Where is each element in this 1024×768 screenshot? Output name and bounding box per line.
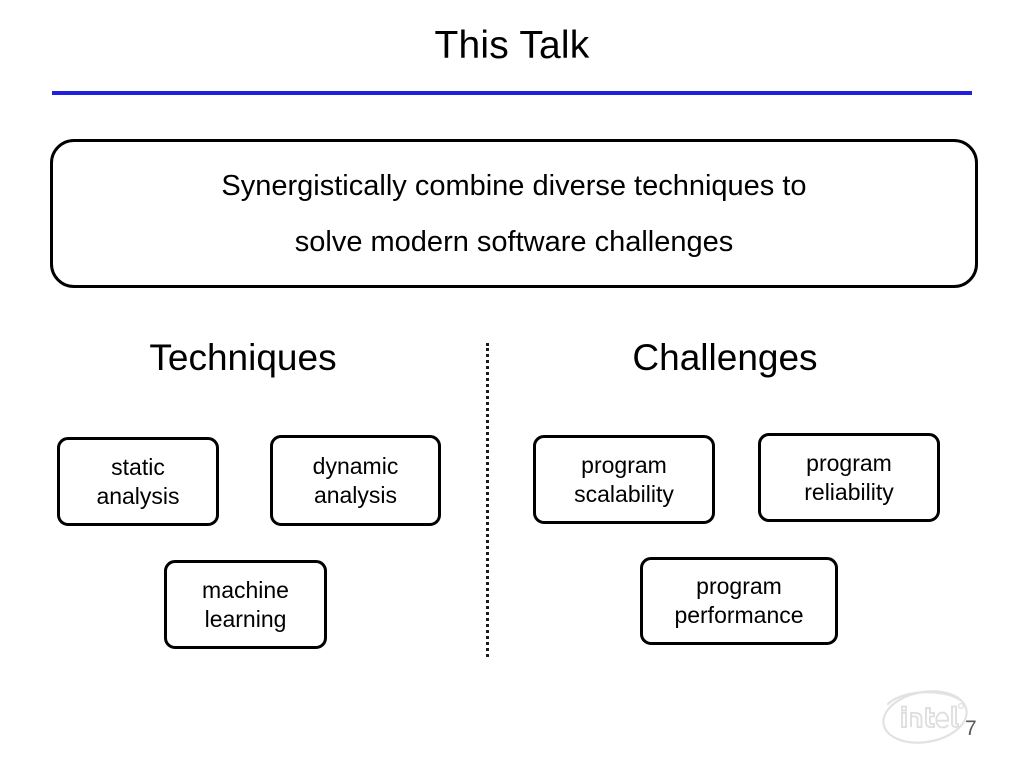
slide-number: 7: [965, 717, 977, 740]
concept-label-line-1: static: [111, 453, 165, 480]
column-divider-dotted: [486, 343, 489, 657]
concept-box-program-reliability: program reliability: [758, 433, 940, 522]
title-underline-rule: [52, 91, 972, 95]
concept-label-line-2: analysis: [96, 482, 180, 509]
concept-label-line-2: learning: [204, 605, 287, 632]
concept-label-line-1: program: [581, 451, 667, 478]
concept-box-dynamic-analysis: dynamic analysis: [270, 435, 441, 526]
page-title: This Talk: [434, 24, 590, 67]
concept-box-program-performance: program performance: [640, 557, 838, 645]
concept-label-line-2: scalability: [574, 480, 674, 507]
concept-label-line-2: analysis: [313, 481, 398, 508]
concept-box-program-scalability: program scalability: [533, 435, 715, 524]
concept-label-line-2: reliability: [804, 478, 894, 505]
concept-label-line-2: performance: [674, 602, 804, 628]
intel-logo-icon: [880, 686, 970, 748]
concept-box-machine-learning: machine learning: [164, 560, 327, 649]
concept-label-line-1: program: [696, 573, 782, 599]
concept-label-line-1: machine: [202, 576, 289, 603]
thesis-line-1: Synergistically combine diverse techniqu…: [221, 169, 807, 202]
column-heading-techniques: Techniques: [149, 337, 337, 378]
thesis-statement-box: Synergistically combine diverse techniqu…: [50, 139, 978, 288]
concept-label-line-1: program: [806, 449, 892, 476]
column-heading-challenges: Challenges: [632, 337, 818, 378]
concept-box-static-analysis: static analysis: [57, 437, 219, 526]
concept-label-line-1: dynamic: [312, 452, 399, 479]
thesis-line-2: solve modern software challenges: [294, 225, 734, 258]
